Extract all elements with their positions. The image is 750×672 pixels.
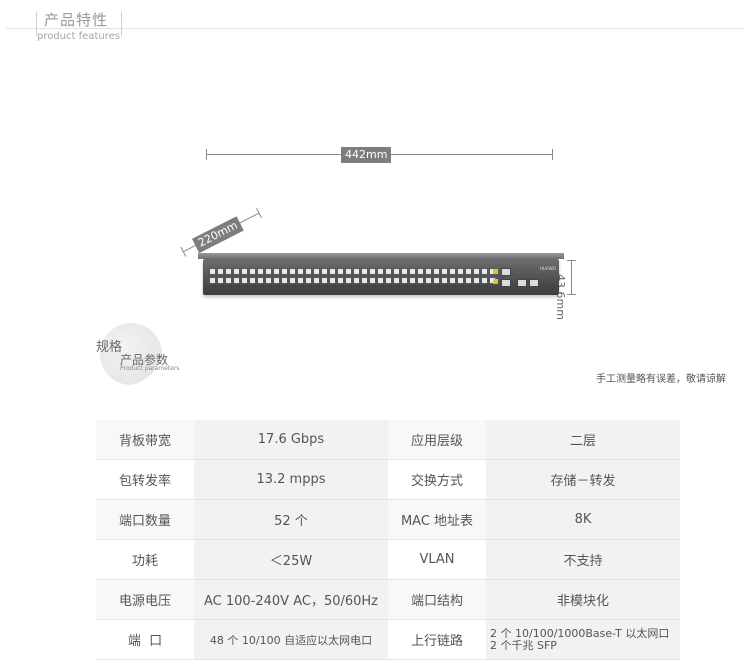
spec-heading-subtitle: 产品参数 xyxy=(120,353,169,367)
width-dimension-cap-left xyxy=(206,149,207,160)
spec-label: 端 口 xyxy=(96,619,194,660)
spec-label: 功耗 xyxy=(96,539,194,580)
section-subtitle: product features xyxy=(37,31,120,42)
port-bank-1 xyxy=(209,268,304,284)
table-row: 电源电压 AC 100-240V AC，50/60Hz 端口结构 非模块化 xyxy=(96,579,680,620)
spec-value: 17.6 Gbps xyxy=(194,420,388,460)
status-led xyxy=(493,269,498,274)
depth-dimension-cap-left xyxy=(180,246,187,257)
height-dimension-cap-bottom xyxy=(567,294,576,295)
uplink-port xyxy=(501,279,511,287)
section-title: 产品特性 xyxy=(44,11,109,29)
spec-heading-english: Product parameters xyxy=(120,365,180,372)
spec-emblem xyxy=(100,323,162,385)
spec-value: 8K xyxy=(486,499,680,540)
spec-label: 交换方式 xyxy=(388,459,486,500)
port-bank-2 xyxy=(305,268,400,284)
spec-label: 端口数量 xyxy=(96,499,194,540)
width-dimension-label: 442mm xyxy=(341,147,392,163)
spec-value: 二层 xyxy=(486,420,680,460)
table-row: 背板带宽 17.6 Gbps 应用层级 二层 xyxy=(96,420,680,460)
brand-logo: HUAWEI xyxy=(540,266,557,271)
spec-value-line: 2 个千兆 SFP xyxy=(490,638,557,652)
depth-dimension: 220mm xyxy=(179,205,263,258)
spec-heading-title: 规格 xyxy=(96,340,123,355)
spec-value: 48 个 10/100 自适应以太网电口 xyxy=(194,619,388,660)
spec-value: ＜25W xyxy=(194,539,388,580)
port-bank-3 xyxy=(401,268,496,284)
spec-label: 电源电压 xyxy=(96,579,194,620)
spec-label: VLAN xyxy=(388,539,486,580)
spec-label: 上行链路 xyxy=(388,619,486,660)
spec-value: 2 个 10/100/1000Base-T 以太网口 2 个千兆 SFP xyxy=(486,619,680,660)
spec-label: 背板带宽 xyxy=(96,420,194,460)
spec-label: 包转发率 xyxy=(96,459,194,500)
sfp-port xyxy=(529,279,539,287)
table-row: 功耗 ＜25W VLAN 不支持 xyxy=(96,539,680,580)
spec-value: 存储－转发 xyxy=(486,459,680,500)
header-tick-right xyxy=(121,12,122,36)
spec-table: 背板带宽 17.6 Gbps 应用层级 二层 包转发率 13.2 mpps 交换… xyxy=(96,420,680,660)
uplink-port xyxy=(501,268,511,276)
spec-value: 不支持 xyxy=(486,539,680,580)
spec-label: MAC 地址表 xyxy=(388,499,486,540)
width-dimension-cap-right xyxy=(552,149,553,160)
table-row: 端口数量 52 个 MAC 地址表 8K xyxy=(96,499,680,540)
spec-value: 52 个 xyxy=(194,499,388,540)
spec-value: 13.2 mpps xyxy=(194,459,388,500)
header-tick-left xyxy=(36,12,37,36)
depth-dimension-label: 220mm xyxy=(191,216,245,254)
switch-image: HUAWEI xyxy=(203,259,559,295)
height-dimension-cap-top xyxy=(567,260,576,261)
status-led xyxy=(493,279,498,284)
table-row: 包转发率 13.2 mpps 交换方式 存储－转发 xyxy=(96,459,680,500)
spec-value: AC 100-240V AC，50/60Hz xyxy=(194,579,388,620)
spec-label: 应用层级 xyxy=(388,420,486,460)
table-row: 端 口 48 个 10/100 自适应以太网电口 上行链路 2 个 10/100… xyxy=(96,619,680,660)
sfp-port xyxy=(517,279,527,287)
header-divider xyxy=(6,28,744,29)
spec-label: 端口结构 xyxy=(388,579,486,620)
spec-value: 非模块化 xyxy=(486,579,680,620)
spec-value-line: 2 个 10/100/1000Base-T 以太网口 xyxy=(490,626,670,640)
measurement-note: 手工测量略有误差，敬请谅解 xyxy=(596,374,726,385)
switch-top-panel xyxy=(198,253,564,259)
height-dimension-line xyxy=(571,260,572,294)
